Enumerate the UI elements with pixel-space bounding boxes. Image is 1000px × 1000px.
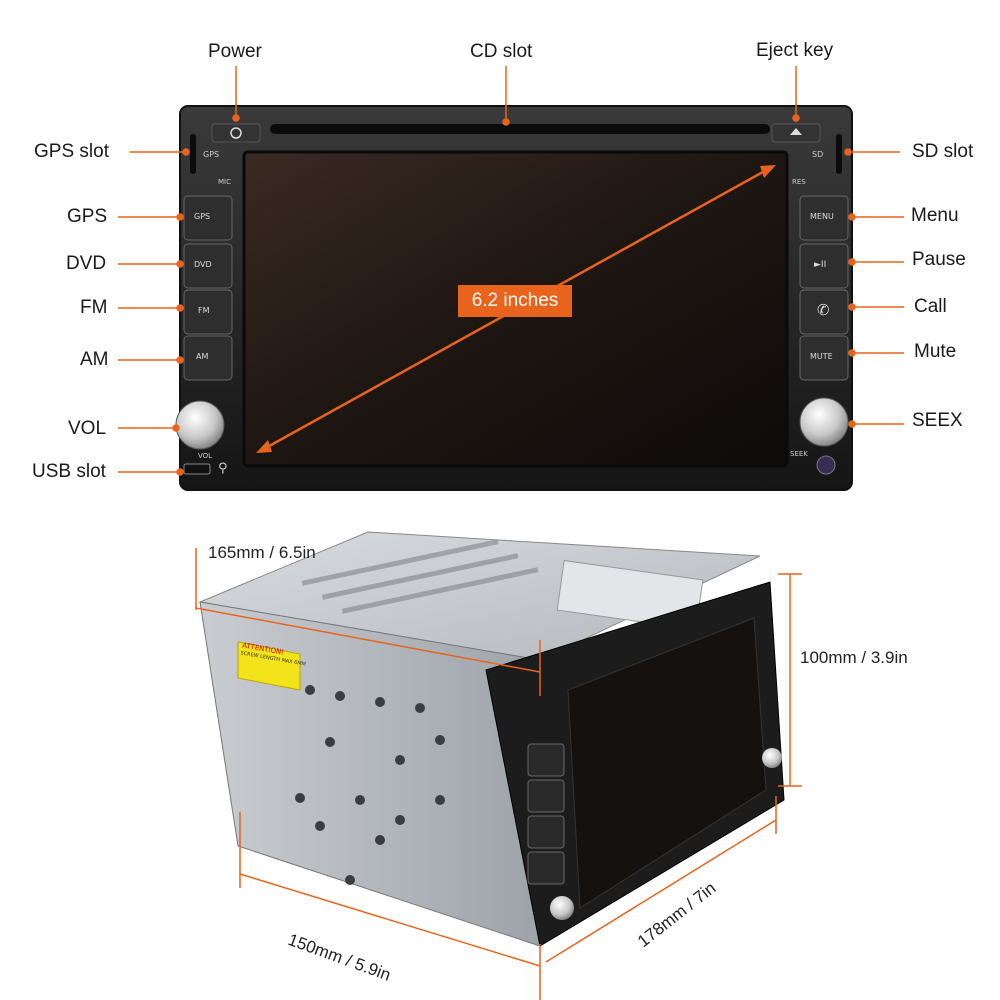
panel-mic-small: MIC xyxy=(218,178,231,186)
panel-res-small: RES xyxy=(792,178,806,186)
panel-vol-small: VOL xyxy=(198,452,213,460)
callout-vol: VOL xyxy=(68,418,107,439)
dimension-depth: 165mm / 6.5in xyxy=(208,543,316,562)
callout-gps: GPS xyxy=(67,206,108,227)
callout-gps-slot: GPS slot xyxy=(34,141,109,162)
panel-sd-small: SD xyxy=(812,150,824,159)
dimension-height: 100mm / 3.9in xyxy=(800,648,908,667)
panel-seek-small: SEEK xyxy=(790,450,808,458)
callout-menu: Menu xyxy=(911,205,959,226)
callout-am: AM xyxy=(80,349,109,370)
callout-cd-slot: CD slot xyxy=(470,41,533,62)
callout-usb-slot: USB slot xyxy=(32,461,106,482)
button-fm[interactable]: FM xyxy=(198,306,210,315)
button-menu[interactable]: MENU xyxy=(810,212,834,221)
callout-dvd: DVD xyxy=(66,253,107,274)
screen-size-badge: 6.2 inches xyxy=(458,285,572,317)
callout-pause: Pause xyxy=(912,249,966,270)
callout-sd-slot: SD slot xyxy=(912,141,974,162)
callout-mute: Mute xyxy=(914,341,957,362)
usb-icon: ⚲ xyxy=(218,460,228,475)
callout-call: Call xyxy=(914,296,947,317)
callout-seex: SEEX xyxy=(912,410,963,431)
callout-fm: FM xyxy=(80,297,108,318)
callout-eject-key: Eject key xyxy=(756,40,834,61)
callout-power: Power xyxy=(208,41,262,62)
panel-gps-small: GPS xyxy=(203,150,220,159)
button-am[interactable]: AM xyxy=(196,352,209,361)
button-dvd[interactable]: DVD xyxy=(194,260,212,269)
button-gps[interactable]: GPS xyxy=(194,212,211,221)
call-icon[interactable]: ✆ xyxy=(817,302,830,319)
button-pause[interactable]: ►II xyxy=(814,260,827,270)
button-mute[interactable]: MUTE xyxy=(810,352,833,361)
